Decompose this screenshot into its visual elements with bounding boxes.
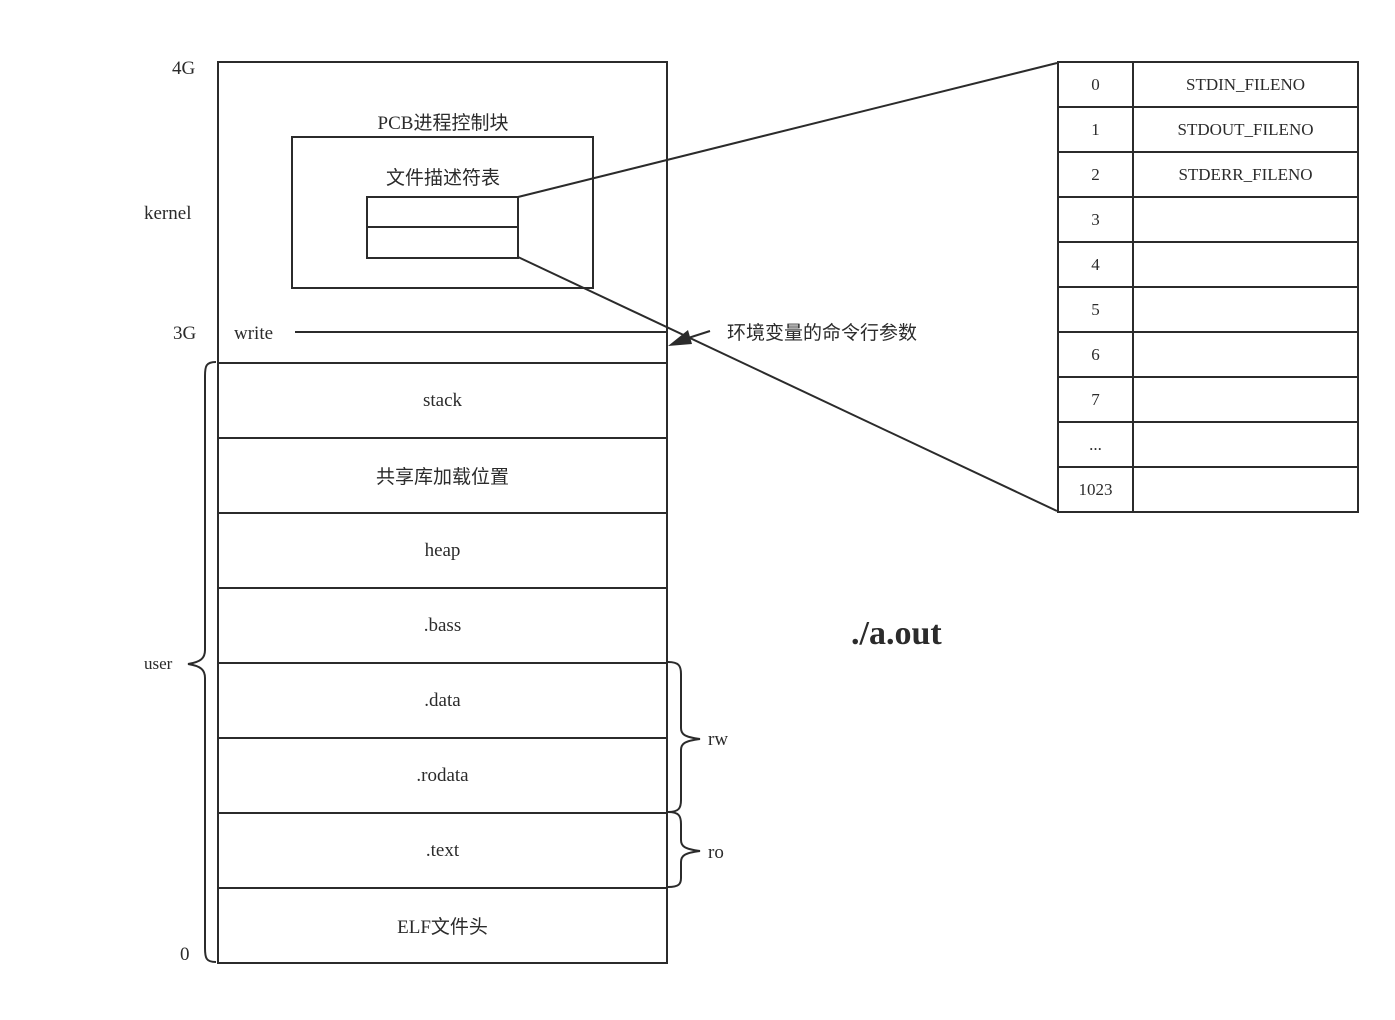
address-3g-label: 3G [173,323,197,344]
fd-number: 5 [1059,288,1134,331]
fd-row: 1 STDOUT_FILENO [1057,106,1359,151]
fd-number: 4 [1059,243,1134,286]
fd-name: STDOUT_FILENO [1177,119,1314,139]
fd-row: 1023 [1057,466,1359,513]
write-label: write [234,323,274,344]
fd-name [1134,378,1357,421]
address-4g-label: 4G [172,58,196,79]
fd-number: 1 [1059,108,1134,151]
program-name: ./a.out [851,615,942,652]
fd-table-mini-divider [366,226,519,228]
fd-name [1134,333,1357,376]
fd-name [1134,198,1357,241]
rw-brace [667,661,701,813]
zoom-line-bottom [517,256,1058,512]
fd-number: 7 [1059,378,1134,421]
fd-name [1134,288,1357,331]
segment-data: .data [217,662,668,737]
segment-shared-libs: 共享库加载位置 [217,437,668,512]
zoom-line-top [517,62,1058,198]
pcb-box [291,136,594,289]
fd-number: ... [1059,423,1134,466]
ro-label: ro [708,842,724,863]
user-label: user [144,654,173,673]
fd-row: 3 [1057,196,1359,241]
fd-row: 7 [1057,376,1359,421]
segment-rodata: .rodata [217,737,668,812]
env-arrow-head [668,330,692,346]
fd-row: 2 STDERR_FILENO [1057,151,1359,196]
address-0-label: 0 [180,944,190,965]
fd-name: STDIN_FILENO [1186,74,1305,94]
fd-name [1134,468,1357,511]
fd-table-title: 文件描述符表 [385,167,500,189]
segment-elf-header: ELF文件头 [217,887,668,964]
segment-heap: heap [217,512,668,587]
fd-row: 6 [1057,331,1359,376]
segment-stack: stack [217,362,668,437]
rw-label: rw [708,729,729,750]
fd-number: 0 [1059,63,1134,106]
fd-number: 1023 [1059,468,1134,511]
fd-name [1134,423,1357,466]
pcb-title: PCB进程控制块 [377,112,509,134]
fd-number: 2 [1059,153,1134,196]
env-args-label: 环境变量的命令行参数 [727,323,918,344]
user-brace [187,361,217,963]
fd-name: STDERR_FILENO [1178,164,1313,184]
kernel-label: kernel [144,203,192,224]
ro-brace [667,811,701,888]
fd-number: 3 [1059,198,1134,241]
fd-row: 4 [1057,241,1359,286]
fd-row: 0 STDIN_FILENO [1057,61,1359,106]
segment-text: .text [217,812,668,887]
segment-bss: .bass [217,587,668,662]
fd-row: ... [1057,421,1359,466]
fd-number: 6 [1059,333,1134,376]
fd-name [1134,243,1357,286]
fd-row: 5 [1057,286,1359,331]
